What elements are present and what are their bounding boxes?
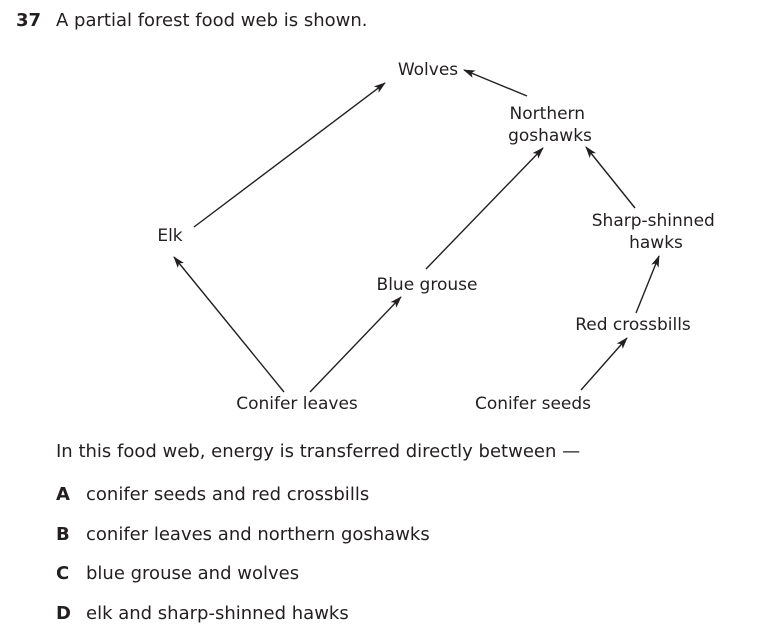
node-wolves: Wolves bbox=[398, 60, 458, 80]
option-letter: A bbox=[56, 484, 70, 505]
option-text: conifer leaves and northern goshawks bbox=[86, 524, 430, 545]
question-prompt: In this food web, energy is transferred … bbox=[56, 441, 581, 462]
node-elk: Elk bbox=[157, 226, 182, 246]
node-conifer-seeds: Conifer seeds bbox=[475, 394, 591, 414]
node-conifer-leaves: Conifer leaves bbox=[236, 394, 358, 414]
option-text: conifer seeds and red crossbills bbox=[86, 484, 370, 505]
arrow-elk-to-wolves bbox=[193, 82, 386, 228]
arrow-goshawks-to-wolves bbox=[463, 69, 528, 97]
node-northern-goshawks: Northern goshawks bbox=[508, 104, 592, 146]
arrow-leaves-to-grouse bbox=[309, 296, 402, 393]
node-blue-grouse: Blue grouse bbox=[377, 275, 478, 295]
option-letter: B bbox=[56, 524, 70, 545]
arrow-hawks-to-goshawks bbox=[585, 146, 636, 209]
option-letter: D bbox=[56, 603, 71, 624]
food-web-diagram: Wolves Northern goshawks Elk Sharp-shinn… bbox=[157, 60, 720, 414]
question-stem: A partial forest food web is shown. bbox=[56, 10, 368, 31]
arrow-leaves-to-elk bbox=[173, 256, 285, 393]
question-number: 37 bbox=[16, 10, 42, 31]
arrow-seeds-to-crossbills bbox=[580, 337, 628, 391]
option-text: blue grouse and wolves bbox=[86, 563, 300, 584]
arrow-grouse-to-goshawks bbox=[425, 147, 544, 270]
option-letter: C bbox=[56, 563, 70, 584]
arrow-crossbills-to-hawks bbox=[635, 255, 660, 314]
node-sharp-shinned-hawks: Sharp-shinned hawks bbox=[592, 211, 720, 253]
node-red-crossbills: Red crossbills bbox=[575, 315, 691, 335]
option-text: elk and sharp-shinned hawks bbox=[86, 603, 349, 624]
